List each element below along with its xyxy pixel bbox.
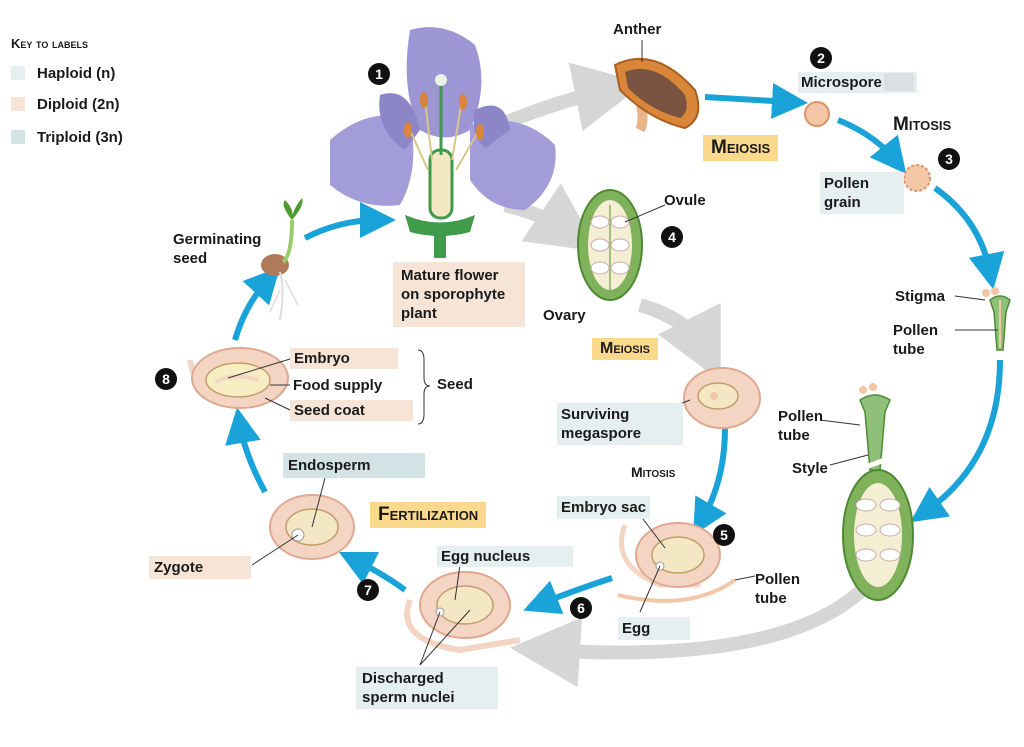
blue-arrow-pollen-stigma — [933, 185, 1005, 290]
zygote-label: Zygote — [149, 556, 251, 579]
step-5-badge: 5 — [713, 524, 735, 546]
leader-lines — [227, 40, 998, 666]
germinating-seed-label: Germinating seed — [173, 231, 262, 267]
seed-label: Seed — [437, 376, 473, 393]
pollen-tube-label-2: Pollen tube — [778, 408, 824, 444]
seed-illustration — [187, 347, 289, 409]
egg-nucleus-label: Egg nucleus — [437, 546, 573, 567]
endosperm-label: Endosperm — [283, 453, 425, 478]
meiosis-mid-title: Meiosis — [592, 338, 659, 360]
egg-label: Egg — [618, 617, 690, 640]
blue-arrow-germinating-flower — [303, 202, 396, 241]
anther-label: Anther — [613, 21, 662, 38]
food-supply-label: Food supply — [293, 377, 383, 394]
megaspore-illustration — [683, 367, 761, 429]
embryo-sac-illustration — [617, 522, 737, 603]
key-triploid: Triploid (3n) — [11, 129, 123, 149]
mature-flower-label: Mature flower on sporophyte plant — [393, 262, 525, 327]
pollen-grain-label: Pollen grain — [820, 172, 904, 214]
step-8-badge: 8 — [155, 368, 177, 390]
step-4-badge: 4 — [661, 226, 683, 248]
blue-arrow-anther-microspore — [704, 82, 808, 119]
pollen-tube-label-1: Pollen tube — [893, 322, 939, 358]
step-2-badge: 2 — [810, 47, 832, 69]
anther-illustration — [613, 57, 700, 133]
gray-arrow-ovary-to-megaspore — [637, 298, 721, 382]
pollen-grain-illustration — [903, 164, 931, 192]
embryo-label: Embryo — [290, 348, 398, 369]
seed-coat-label: Seed coat — [290, 400, 413, 421]
surviving-megaspore-label: Surviving megaspore — [557, 403, 683, 445]
key-title: Key to labels — [11, 36, 88, 51]
blank-box — [883, 73, 914, 91]
ovary-illustration — [577, 189, 643, 301]
fertilization-title: Fertilization — [370, 502, 487, 528]
blue-arrow-microspore-pollen — [836, 117, 907, 175]
microspore-label: Microspore — [798, 72, 917, 93]
blue-arrow-fertilization-zygote — [338, 551, 407, 593]
step-7-badge: 7 — [357, 579, 379, 601]
ovule-label: Ovule — [664, 192, 706, 209]
step-6-badge: 6 — [570, 597, 592, 619]
embryo-sac-label: Embryo sac — [557, 496, 651, 519]
stigma-label: Stigma — [895, 288, 946, 305]
step-3-badge: 3 — [938, 148, 960, 170]
ovary-label: Ovary — [543, 307, 586, 324]
step-1-badge: 1 — [368, 63, 390, 85]
flower-illustration — [330, 27, 556, 258]
meiosis-top-title: Meiosis — [703, 135, 779, 161]
fertilization-illustration — [404, 571, 521, 654]
mitosis-top-title: Mitosis — [893, 114, 952, 135]
gray-arrow-flower-to-anther — [497, 62, 645, 132]
mitosis-mid-title: Mitosis — [631, 464, 676, 480]
blue-arrow-zygote-seed — [225, 407, 268, 494]
blue-arrow-embryosac-fertilization — [523, 575, 613, 615]
diploid-swatch — [11, 97, 25, 111]
style-label: Style — [792, 460, 828, 477]
pollen-tube-label-3: Pollen tube — [755, 571, 801, 607]
gray-arrow-ovary-to-discharge — [510, 584, 867, 688]
blue-arrow-megaspore-embryosac — [693, 427, 728, 536]
germinating-seed-illustration — [261, 198, 303, 321]
pistil-illustration — [842, 383, 914, 601]
microspore-illustration — [804, 101, 830, 127]
triploid-swatch — [11, 130, 25, 144]
discharged-sperm-label: Discharged sperm nuclei — [356, 667, 498, 709]
haploid-swatch — [11, 66, 25, 80]
blue-arrow-seed-germinating — [232, 266, 281, 341]
blue-arrow-stigma-ovule — [910, 359, 1003, 523]
key-haploid: Haploid (n) — [11, 65, 115, 85]
stigma-illustration — [982, 287, 1011, 351]
key-diploid: Diploid (2n) — [11, 96, 120, 116]
